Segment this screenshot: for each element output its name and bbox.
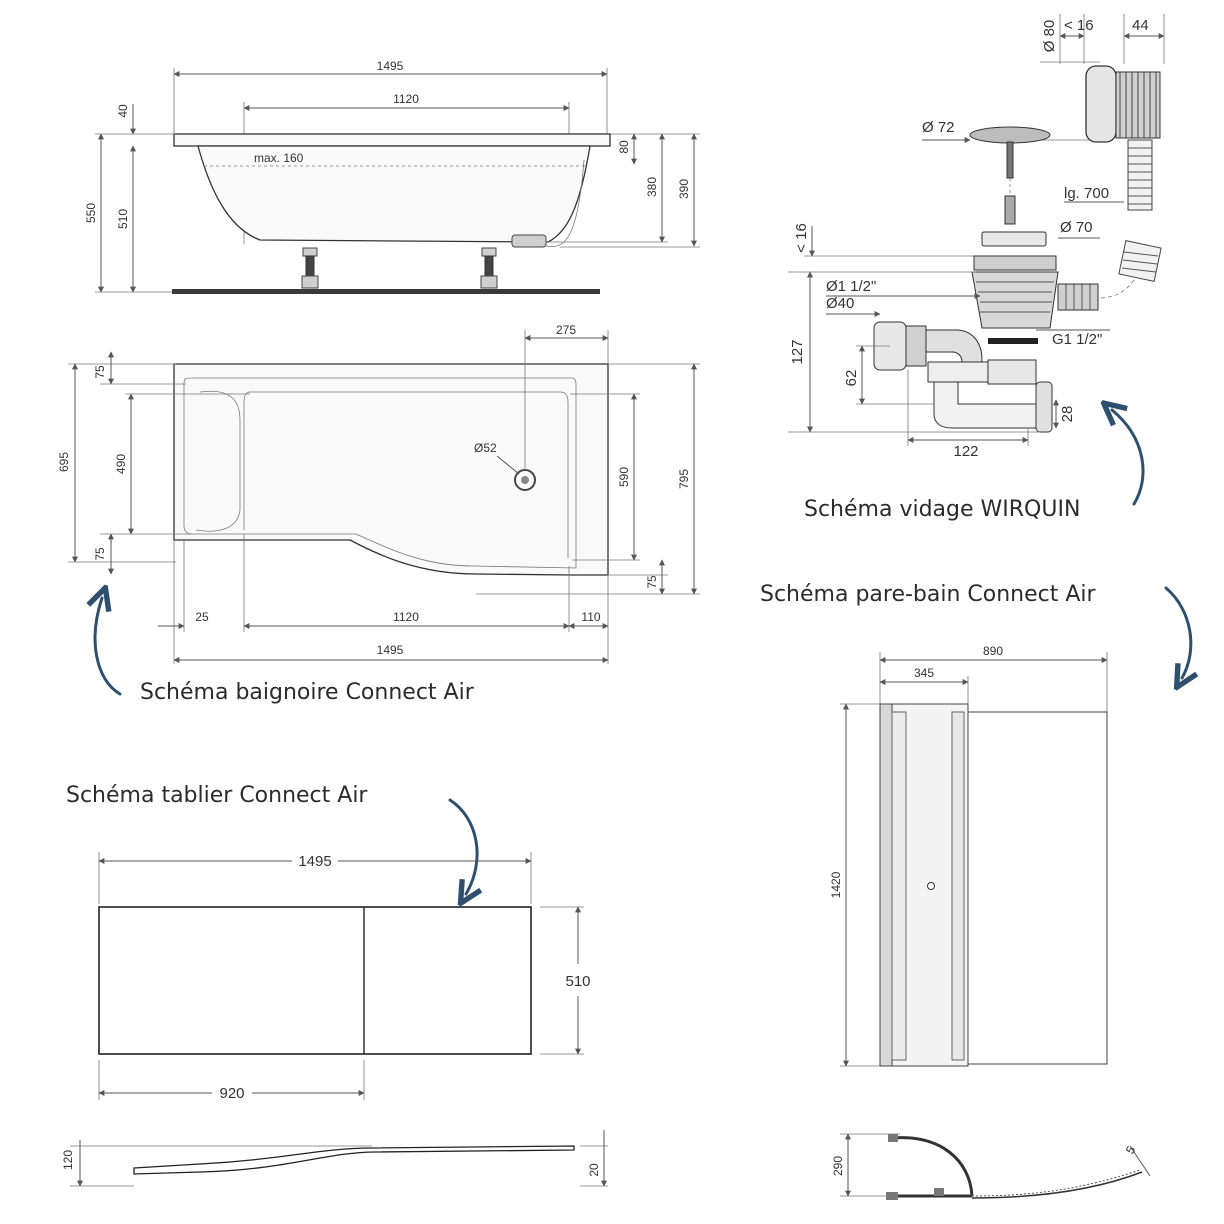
drain-flange bbox=[981, 231, 1047, 247]
dim-890: 890 bbox=[983, 644, 1003, 658]
dim-380: 380 bbox=[645, 177, 659, 197]
side-outlet bbox=[1057, 283, 1099, 311]
caption-drain: Schéma vidage WIRQUIN bbox=[804, 497, 1080, 522]
dim-390: 390 bbox=[677, 179, 691, 199]
dim-490: 490 bbox=[114, 454, 128, 474]
dim-1495: 1495 bbox=[377, 59, 404, 73]
dim-d1-1-2: Ø1 1/2" bbox=[826, 278, 876, 295]
overflow-hose bbox=[1127, 139, 1153, 211]
dim-80: 80 bbox=[617, 140, 631, 154]
bath-legs bbox=[301, 247, 498, 289]
dim-lg700: lg. 700 bbox=[1064, 185, 1109, 202]
caption-screen: Schéma pare-bain Connect Air bbox=[760, 582, 1097, 607]
dim-44: 44 bbox=[1132, 17, 1149, 34]
dim-695: 695 bbox=[57, 452, 71, 472]
dim-25: 25 bbox=[195, 610, 209, 624]
dim-550: 550 bbox=[84, 203, 98, 223]
dim-510-apron: 510 bbox=[565, 973, 590, 990]
dim-1120-top: 1120 bbox=[393, 610, 419, 624]
dim-g1-1-2: G1 1/2" bbox=[1052, 331, 1102, 348]
screen-diagram: 890 345 1420 290 5 bbox=[829, 644, 1151, 1200]
caption-apron: Schéma tablier Connect Air bbox=[66, 783, 368, 808]
dim-62: 62 bbox=[843, 370, 860, 387]
bath-rim bbox=[173, 133, 611, 147]
drain-fitting bbox=[511, 234, 547, 248]
overflow-cap bbox=[1085, 65, 1117, 143]
curved-arrow-drain bbox=[1112, 410, 1145, 506]
dim-1120: 1120 bbox=[393, 92, 419, 106]
dim-75-top: 75 bbox=[93, 365, 107, 379]
dim-d70: Ø 70 bbox=[1060, 219, 1093, 236]
dim-lt16-top: < 16 bbox=[1064, 17, 1094, 34]
handle-knob bbox=[927, 882, 935, 890]
dim-75-right: 75 bbox=[645, 575, 659, 589]
apron-panel bbox=[98, 906, 532, 1055]
dim-d72: Ø 72 bbox=[922, 119, 955, 136]
dim-127: 127 bbox=[789, 339, 806, 364]
dim-1495-top: 1495 bbox=[377, 643, 404, 657]
curved-arrow-bath bbox=[95, 598, 122, 696]
apron-diagram: 1495 510 920 120 20 bbox=[61, 852, 608, 1187]
apron-profile bbox=[133, 1145, 575, 1175]
dim-lt16-left: < 16 bbox=[793, 223, 810, 253]
dim-120: 120 bbox=[61, 1150, 75, 1170]
dim-290: 290 bbox=[831, 1156, 845, 1176]
dim-275: 275 bbox=[556, 323, 576, 337]
dim-110: 110 bbox=[581, 610, 600, 624]
drain-nut bbox=[973, 255, 1057, 271]
dim-hole: Ø52 bbox=[474, 441, 497, 455]
dim-1420: 1420 bbox=[829, 871, 843, 898]
dim-345: 345 bbox=[914, 666, 934, 680]
max-level: max. 160 bbox=[254, 151, 304, 165]
dim-40: 40 bbox=[116, 104, 130, 118]
dim-590: 590 bbox=[617, 467, 631, 487]
dim-1495-apron: 1495 bbox=[298, 853, 331, 870]
dim-510: 510 bbox=[116, 209, 130, 229]
plug-cap bbox=[969, 126, 1051, 144]
screen-arc bbox=[891, 1136, 974, 1197]
dim-75-bottom: 75 bbox=[93, 547, 107, 561]
dim-d80: Ø 80 bbox=[1041, 20, 1058, 53]
curved-arrow-apron bbox=[448, 798, 477, 894]
dim-920: 920 bbox=[219, 1085, 244, 1102]
dim-20: 20 bbox=[587, 1163, 601, 1177]
dim-d40: Ø40 bbox=[826, 295, 854, 312]
drain-diagram: < 16 44 Ø 80 lg. 700 bbox=[788, 14, 1165, 460]
bath-side-view: 1495 1120 max. 160 40 550 510 bbox=[84, 59, 700, 294]
folding-panel bbox=[967, 711, 1108, 1065]
gasket bbox=[988, 338, 1038, 344]
bath-outline bbox=[173, 363, 609, 576]
dim-28: 28 bbox=[1059, 406, 1076, 423]
bath-top-view: Ø52 275 75 695 490 75 590 795 75 bbox=[57, 323, 700, 664]
drain-screw bbox=[1004, 195, 1016, 225]
dim-795: 795 bbox=[677, 469, 691, 489]
floor-line bbox=[172, 289, 600, 294]
drain-body bbox=[971, 271, 1059, 329]
caption-bath: Schéma baignoire Connect Air bbox=[140, 680, 475, 705]
bath-basin bbox=[183, 377, 577, 569]
dim-122: 122 bbox=[953, 443, 978, 460]
curved-arrow-screen bbox=[1164, 586, 1191, 678]
trap-u bbox=[933, 381, 1037, 429]
